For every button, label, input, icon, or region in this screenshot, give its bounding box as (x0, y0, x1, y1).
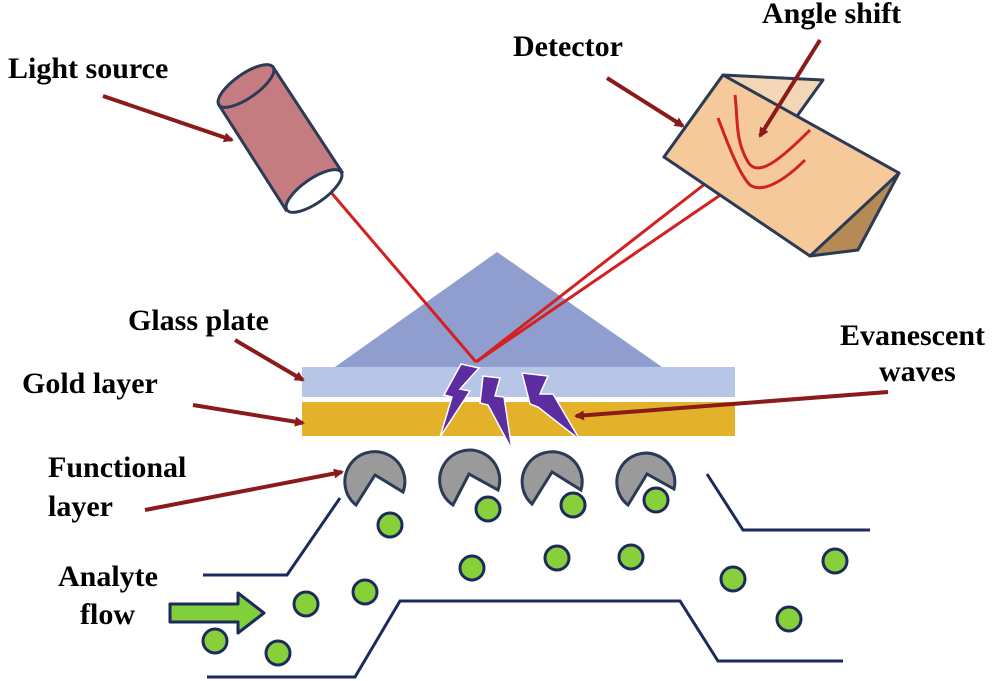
glass-plate-arrow (233, 338, 305, 382)
analyte-particle (617, 543, 645, 571)
functional-layer (343, 448, 677, 508)
prism (335, 252, 662, 367)
angle-shift-arrow (758, 38, 822, 138)
flow-arrow (168, 591, 266, 635)
incident-beam (321, 182, 478, 363)
analyte-particle (642, 486, 670, 514)
analyte-particle (292, 590, 320, 618)
detector-arrow (605, 76, 685, 128)
label-layer: layer (48, 490, 113, 523)
light-source-arrow (102, 94, 234, 143)
analyte-particle (376, 511, 404, 539)
evanescent-bolt (439, 363, 481, 438)
label-waves: waves (879, 355, 956, 388)
analyte-particle (719, 565, 747, 593)
light-beams (321, 178, 736, 364)
angle-shift-curves (716, 94, 812, 190)
analyte-particle (543, 544, 571, 572)
receptor (520, 450, 584, 507)
evanescent-bolt (521, 372, 581, 441)
label-light-source: Light source (8, 52, 168, 85)
functional-layer-arrow (144, 468, 344, 512)
label-analyte: Analyte (58, 560, 158, 593)
light-source (216, 63, 345, 214)
analyte-particle (821, 547, 849, 575)
evanescent-waves (439, 363, 581, 451)
channel-upper-right-wall (705, 473, 870, 532)
analyte-particle (264, 639, 292, 667)
analyte-particle (775, 605, 803, 633)
label-detector: Detector (513, 30, 623, 63)
gold-layer-arrow (192, 403, 305, 427)
channel-upper-left-wall (203, 497, 342, 577)
detector-front (662, 73, 901, 258)
receptor (438, 448, 502, 508)
label-angle-shift: Angle shift (762, 0, 901, 30)
label-flow: flow (80, 598, 135, 631)
analyte-particle (559, 491, 587, 519)
analyte-particle (458, 554, 486, 582)
evanescent-bolt (479, 375, 513, 451)
receptor (343, 450, 407, 508)
analyte-particle (351, 578, 379, 606)
label-arrows (102, 38, 889, 512)
reflected-beam-1 (475, 178, 711, 364)
receptor (615, 451, 677, 508)
analyte-particles (201, 486, 849, 667)
evanescent-arrow (574, 390, 889, 421)
analyte-particle (474, 495, 502, 523)
channel-lower-wall (207, 599, 843, 679)
analyte-particle (201, 627, 229, 655)
flow-channel (203, 473, 870, 679)
label-evanescent: Evanescent (840, 319, 985, 352)
label-glass-plate: Glass plate (128, 304, 269, 337)
glass-plate (302, 367, 735, 397)
label-gold-layer: Gold layer (22, 367, 158, 400)
reflected-beam-2 (475, 183, 736, 364)
label-functional: Functional (48, 451, 186, 484)
